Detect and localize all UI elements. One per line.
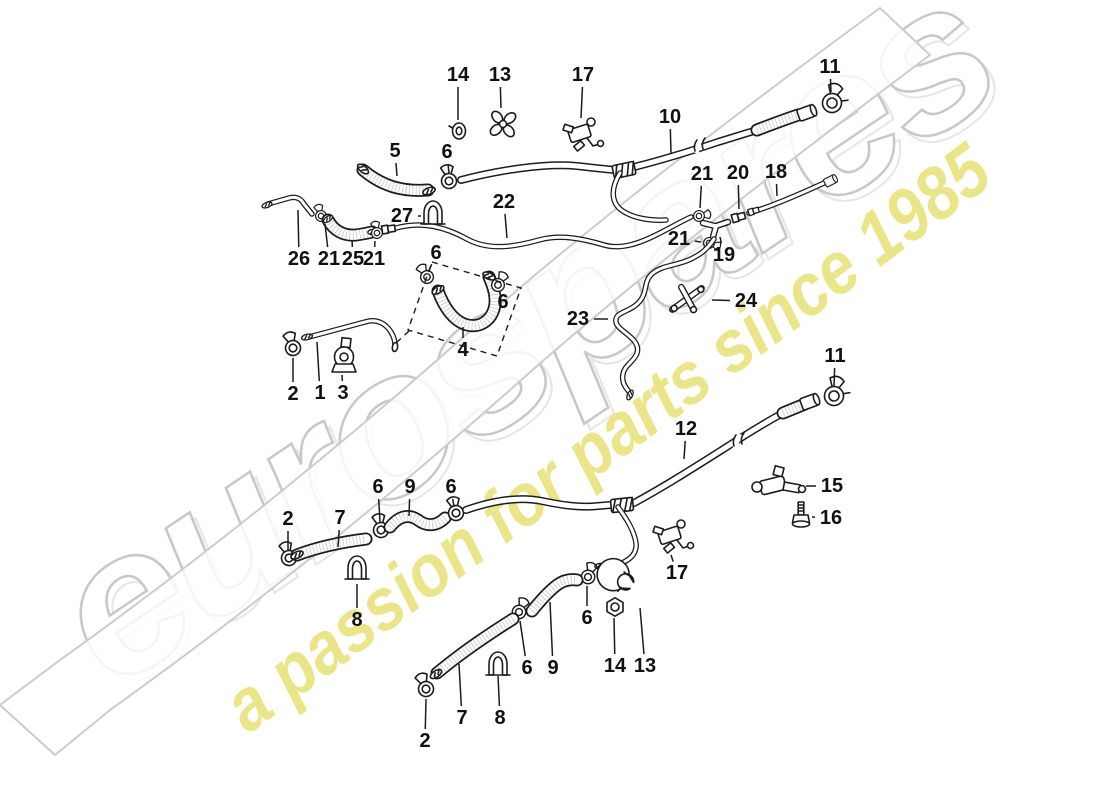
- part-callout-9[interactable]: 9: [547, 657, 559, 679]
- hose-9-b: [525, 573, 584, 618]
- part-callout-6[interactable]: 6: [497, 291, 509, 313]
- part-callout-16[interactable]: 16: [819, 507, 843, 529]
- hose-18: [746, 173, 840, 217]
- part-callout-11[interactable]: 11: [819, 56, 841, 78]
- leader-line-9: [549, 601, 554, 657]
- part-callout-6[interactable]: 6: [372, 476, 384, 498]
- hose-5: [355, 161, 438, 198]
- lower-assembly: [276, 374, 853, 700]
- leader-line-22: [504, 213, 508, 239]
- part-callout-2[interactable]: 2: [419, 730, 431, 752]
- leader-line-10: [669, 128, 672, 154]
- part-callout-8[interactable]: 8: [494, 707, 506, 729]
- part-callout-22[interactable]: 22: [492, 191, 516, 213]
- leader-line-20: [737, 184, 740, 210]
- part-callout-2[interactable]: 2: [282, 508, 294, 530]
- part-callout-18[interactable]: 18: [764, 161, 788, 183]
- part-callout-6[interactable]: 6: [581, 607, 593, 629]
- part-callout-21[interactable]: 21: [362, 248, 386, 270]
- leader-line-13: [639, 607, 645, 655]
- part-callout-6[interactable]: 6: [430, 242, 442, 264]
- part-callout-19[interactable]: 19: [712, 244, 736, 266]
- leader-line-6: [377, 498, 381, 523]
- leader-line-24: [711, 299, 731, 302]
- leader-line-13: [499, 86, 502, 109]
- leader-line-11: [833, 367, 836, 388]
- part-callout-21[interactable]: 21: [317, 248, 341, 270]
- part-callout-17[interactable]: 17: [571, 64, 595, 86]
- leader-line-21: [699, 185, 703, 209]
- dashed-routing-box: [395, 261, 522, 357]
- part-callout-7[interactable]: 7: [456, 707, 468, 729]
- part-callout-14[interactable]: 14: [603, 655, 627, 677]
- hose-7-a: [288, 532, 373, 562]
- leader-line-6: [452, 498, 455, 508]
- hose-25: [321, 213, 380, 242]
- part-callout-5[interactable]: 5: [389, 140, 401, 162]
- part-callout-14[interactable]: 14: [446, 64, 470, 86]
- leader-line-11: [829, 78, 832, 93]
- leader-line-14: [613, 617, 616, 655]
- part-callout-25[interactable]: 25: [341, 248, 365, 270]
- leader-line-21: [694, 240, 702, 243]
- part-callout-26[interactable]: 26: [287, 248, 311, 270]
- part-callout-6[interactable]: 6: [441, 141, 453, 163]
- leader-line-5: [395, 162, 398, 177]
- leader-line-6: [428, 263, 433, 272]
- leader-line-17: [580, 86, 584, 119]
- part-callout-3[interactable]: 3: [337, 382, 349, 404]
- part-callout-27[interactable]: 27: [390, 205, 414, 227]
- part-callout-24[interactable]: 24: [734, 290, 758, 312]
- watermark-swoosh: [0, 6, 932, 757]
- leader-line-21: [324, 223, 329, 248]
- leader-line-8: [497, 675, 501, 707]
- part-callout-10[interactable]: 10: [658, 106, 682, 128]
- part-callout-9[interactable]: 9: [404, 476, 416, 498]
- leader-line-19: [719, 236, 723, 244]
- pipe-1: [300, 318, 399, 353]
- part-callout-7[interactable]: 7: [334, 507, 346, 529]
- part-callout-20[interactable]: 20: [726, 162, 750, 184]
- pipe-10: [457, 102, 819, 184]
- leader-line-26: [297, 209, 300, 248]
- leader-line-6: [519, 620, 526, 657]
- part-callout-15[interactable]: 15: [820, 475, 844, 497]
- leader-line-7: [458, 663, 463, 707]
- part-callout-4[interactable]: 4: [457, 339, 469, 361]
- pipe-26: [260, 194, 315, 217]
- part-callout-2[interactable]: 2: [287, 383, 299, 405]
- part-callout-6[interactable]: 6: [445, 476, 457, 498]
- part-callout-21[interactable]: 21: [690, 163, 714, 185]
- part-callout-6[interactable]: 6: [521, 657, 533, 679]
- part-callout-8[interactable]: 8: [351, 609, 363, 631]
- pipe-23: [613, 236, 717, 402]
- hose-7-b: [428, 612, 520, 682]
- leader-line-17: [670, 554, 674, 562]
- hose-9-a: [383, 510, 452, 534]
- part-callout-1[interactable]: 1: [314, 382, 326, 404]
- pipe-10-branch: [610, 170, 669, 223]
- leader-line-6: [447, 163, 450, 175]
- leader-line-18: [775, 183, 778, 197]
- part-callout-17[interactable]: 17: [665, 562, 689, 584]
- part-callout-13[interactable]: 13: [633, 655, 657, 677]
- part-callout-21[interactable]: 21: [667, 228, 691, 250]
- part-callout-13[interactable]: 13: [488, 64, 512, 86]
- part-callout-11[interactable]: 11: [824, 345, 846, 367]
- leader-line-9: [408, 498, 411, 517]
- part-callout-12[interactable]: 12: [674, 418, 698, 440]
- leader-line-2: [424, 698, 427, 730]
- hose-4: [429, 269, 502, 333]
- pipe-22: [393, 214, 694, 250]
- leader-line-1: [316, 341, 321, 382]
- leader-line-7: [337, 529, 340, 548]
- upper-assembly: [260, 80, 852, 402]
- pipe-12: [462, 391, 822, 514]
- part-callout-23[interactable]: 23: [566, 308, 590, 330]
- leader-line-12: [683, 440, 686, 460]
